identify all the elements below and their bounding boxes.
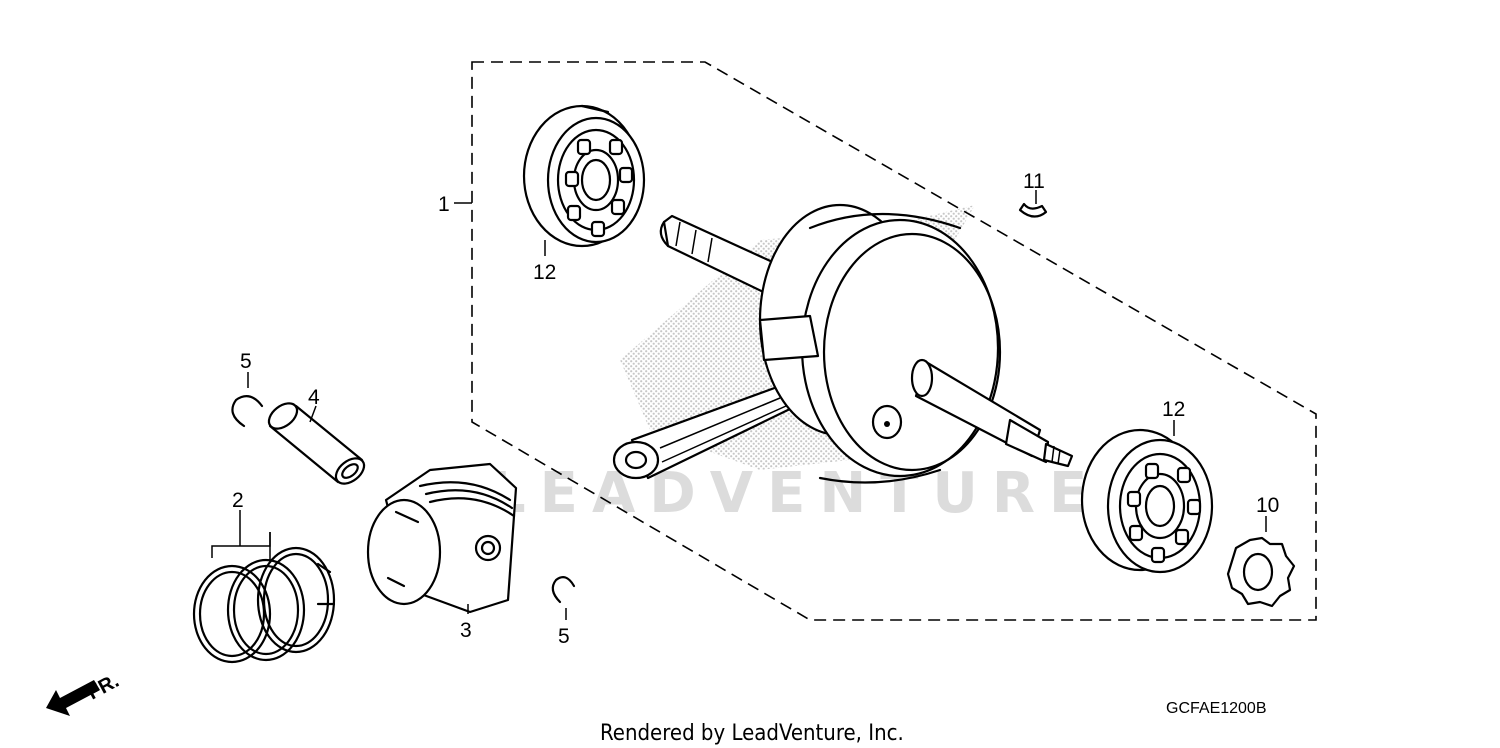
callout-12-left[interactable]: 12 bbox=[533, 261, 556, 284]
callout-2-bracket-left bbox=[211, 532, 271, 558]
callout-5-upper[interactable]: 5 bbox=[240, 350, 252, 373]
callout-12-right[interactable]: 12 bbox=[1162, 398, 1185, 421]
callout-11[interactable]: 11 bbox=[1023, 170, 1045, 193]
piston-rings[interactable] bbox=[192, 546, 336, 664]
callout-2[interactable]: 2 bbox=[232, 489, 244, 512]
woodruff-key[interactable] bbox=[1018, 202, 1048, 218]
footer-credit: Rendered by LeadVenture, Inc. bbox=[600, 721, 904, 746]
callout-1[interactable]: 1 bbox=[438, 193, 450, 216]
watermark-text: LEADVENTURE bbox=[490, 461, 1101, 526]
crankshaft-assembly-boundary bbox=[471, 61, 1317, 621]
front-direction-label: FR. bbox=[84, 670, 123, 705]
sprocket[interactable] bbox=[1226, 536, 1296, 608]
bearing-right[interactable] bbox=[1080, 428, 1214, 574]
callout-4-leader bbox=[309, 405, 317, 423]
callout-4[interactable]: 4 bbox=[308, 386, 320, 409]
callout-10[interactable]: 10 bbox=[1256, 494, 1279, 517]
front-direction-arrow: FR. bbox=[46, 670, 123, 716]
piston[interactable] bbox=[366, 462, 518, 614]
bearing-left[interactable] bbox=[522, 104, 646, 248]
diagram-code: GCFAE1200B bbox=[1166, 700, 1267, 717]
piston-pin[interactable] bbox=[264, 398, 369, 488]
callout-3[interactable]: 3 bbox=[460, 619, 472, 642]
piston-pin-clip-lower[interactable] bbox=[551, 576, 576, 604]
crankshaft[interactable] bbox=[612, 203, 1074, 484]
callout-5-lower[interactable]: 5 bbox=[558, 625, 570, 648]
piston-pin-clip-upper[interactable] bbox=[231, 395, 264, 428]
